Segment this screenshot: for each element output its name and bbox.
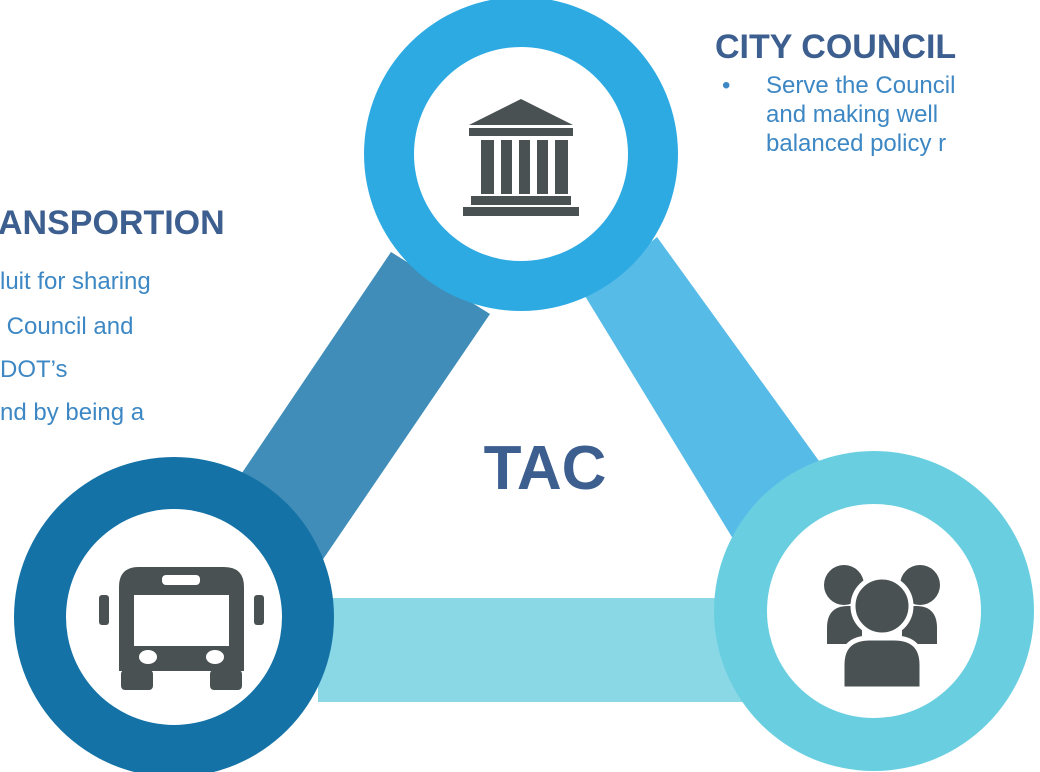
transportation-line-4: nd by being a — [0, 399, 145, 426]
city-council-line-3: balanced policy r — [766, 130, 947, 157]
link-transportation-community — [318, 598, 748, 702]
center-label: TAC — [483, 434, 607, 503]
transportation-line-2: Council and — [0, 313, 134, 340]
bus-icon — [99, 567, 264, 690]
city-council-heading: CITY COUNCIL — [715, 28, 957, 66]
government-building-icon — [463, 99, 579, 216]
node-city-council — [364, 0, 678, 311]
link-council-transportation — [221, 252, 490, 574]
transportation-heading: ANSPORTION — [0, 204, 225, 242]
people-group-icon — [824, 565, 940, 692]
node-community — [714, 451, 1034, 771]
city-council-line-1: Serve the Council — [766, 72, 956, 99]
city-council-line-2: and making well — [766, 101, 939, 128]
city-council-bullet: • — [722, 72, 731, 99]
transportation-line-3: DOT’s — [0, 356, 68, 383]
transportation-line-1: luit for sharing — [0, 268, 151, 295]
node-transportation — [14, 457, 334, 772]
